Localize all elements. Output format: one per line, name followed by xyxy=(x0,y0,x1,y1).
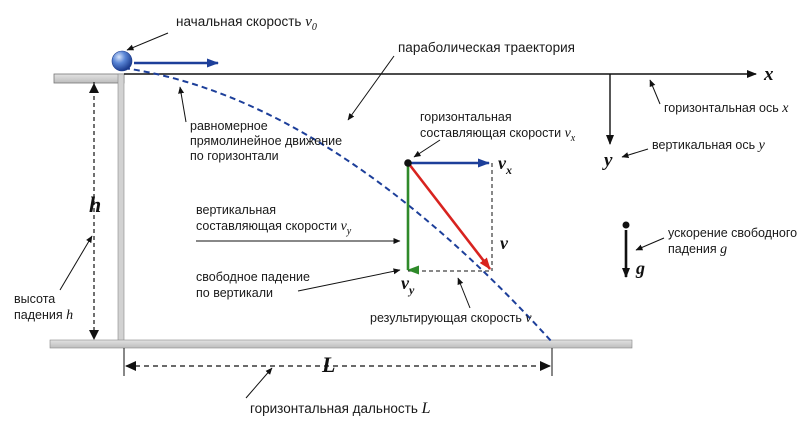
velocity-rectangle xyxy=(408,163,493,272)
label-horiz-comp-2: составляющая скорости vx xyxy=(420,126,576,144)
label-height-2: падения h xyxy=(14,308,73,323)
label-vert-comp-2: составляющая скорости vy xyxy=(196,219,352,237)
ball xyxy=(111,50,133,72)
x-axis-symbol: x xyxy=(763,64,774,85)
ground xyxy=(49,339,633,349)
range-symbol: L xyxy=(321,352,335,377)
vx-symbol: vx xyxy=(498,153,512,177)
label-horiz-axis: горизонтальная ось x xyxy=(664,101,789,116)
height-dimension xyxy=(89,82,99,341)
y-axis-symbol: y xyxy=(602,150,613,171)
parabolic-trajectory xyxy=(123,67,553,343)
vy-symbol: vy xyxy=(401,273,415,297)
label-accel-2: падения g xyxy=(668,242,727,257)
label-uniform-3: по горизонтали xyxy=(190,149,279,163)
label-freefall-1: свободное падение xyxy=(196,270,310,284)
trajectory-point xyxy=(404,159,412,167)
v-symbol: v xyxy=(500,233,509,253)
label-uniform-2: прямолинейное движение xyxy=(190,134,342,148)
g-point xyxy=(622,221,630,229)
label-vert-comp-1: вертикальная xyxy=(196,203,276,217)
label-initial-velocity: начальная скорость v0 xyxy=(176,14,317,33)
g-symbol: g xyxy=(635,258,645,278)
label-horiz-comp-1: горизонтальная xyxy=(420,110,512,124)
height-symbol: h xyxy=(89,192,101,217)
label-uniform-1: равномерное xyxy=(190,119,268,133)
resultant-velocity-arrow xyxy=(407,163,492,270)
label-trajectory: параболическая траектория xyxy=(398,40,575,55)
label-range: горизонтальная дальность L xyxy=(250,400,431,417)
label-height-1: высота xyxy=(14,292,55,306)
range-dimension xyxy=(123,348,553,376)
label-accel-1: ускорение свободного xyxy=(668,226,797,240)
label-freefall-2: по вертикали xyxy=(196,286,273,300)
label-vert-axis: вертикальная ось y xyxy=(652,138,766,153)
label-result-velocity: результирующая скорость v xyxy=(370,311,532,326)
